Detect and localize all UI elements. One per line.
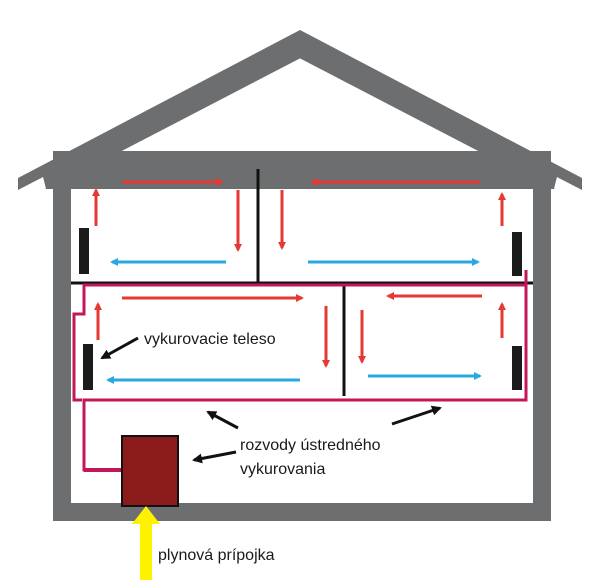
- label-gas-connection: plynová prípojka: [158, 547, 275, 564]
- label-pipes-line1: rozvody ústredného: [240, 437, 381, 454]
- pipes-pointer-arrow-left: [206, 410, 239, 430]
- radiator-downstairs-right: [512, 346, 522, 390]
- house-wall-outline: [53, 151, 551, 521]
- boiler: [121, 435, 179, 507]
- label-pipes-line2: vykurovania: [240, 461, 325, 478]
- radiator-downstairs-left: [83, 344, 93, 390]
- gas-inlet-arrowhead: [132, 506, 160, 524]
- radiator-upstairs-right: [512, 232, 522, 276]
- radiator-pointer-arrow: [100, 336, 139, 360]
- radiator-upstairs-left: [79, 228, 89, 274]
- pipes-pointer-arrow-right: [391, 405, 442, 426]
- boiler-pointer-arrow: [192, 450, 237, 464]
- label-radiator: vykurovacie teleso: [144, 331, 276, 348]
- roof-inner: [40, 33, 560, 189]
